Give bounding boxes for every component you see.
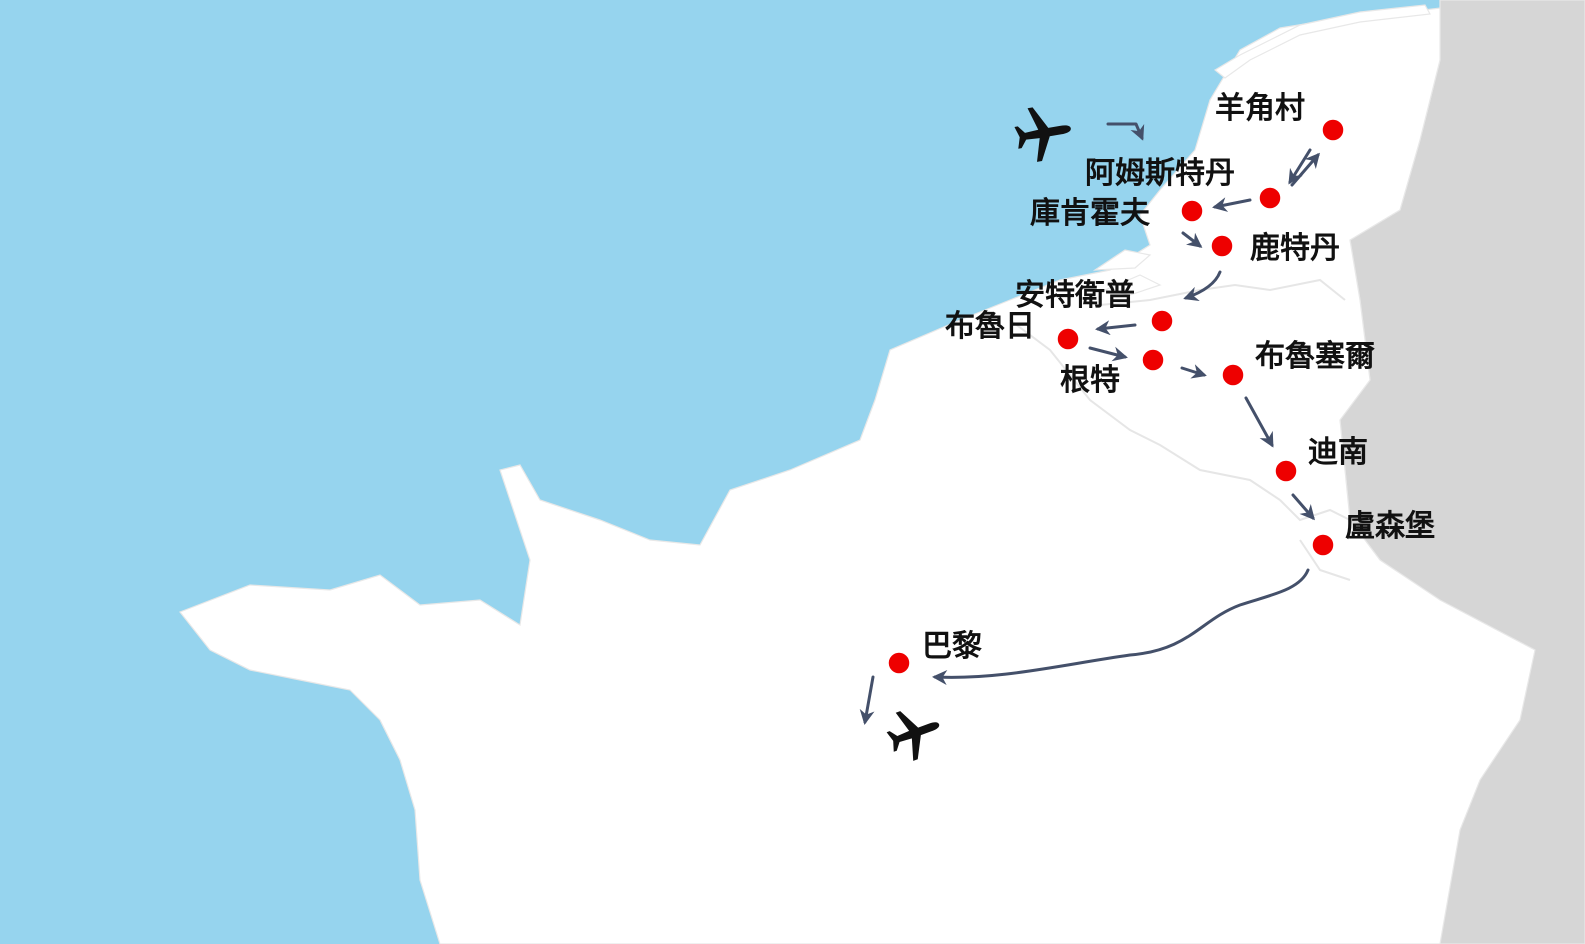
city-marker-ghent[interactable]: [1141, 348, 1165, 372]
city-label-amsterdam: 阿姆斯特丹: [1085, 156, 1235, 191]
route-luxembourg-paris: [932, 568, 1310, 686]
route-antwerp-bruges: [1095, 320, 1137, 336]
route-arrows: [859, 122, 1320, 725]
city-label-ghent: 根特: [1060, 363, 1120, 398]
border-nl-be: [1099, 278, 1346, 306]
city-label-rotterdam: 鹿特丹: [1250, 231, 1340, 266]
city-marker-keukenhof[interactable]: [1180, 199, 1204, 223]
zeeland-islands: [1092, 249, 1162, 296]
route-dinant-luxembourg: [1291, 493, 1315, 521]
border-be-fr: [1009, 319, 1281, 501]
route-keukenhof-rotterdam: [1181, 231, 1203, 248]
city-marker-antwerp[interactable]: [1150, 309, 1174, 333]
city-label-luxembourg: 盧森堡: [1345, 509, 1435, 544]
end-plane-icon: [886, 711, 940, 761]
planes: [886, 107, 1071, 761]
city-marker-paris[interactable]: [887, 651, 911, 675]
route-rotterdam-antwerp: [1183, 270, 1222, 302]
city-label-keukenhof: 庫肯霍夫: [1030, 196, 1151, 231]
city-marker-dinant[interactable]: [1274, 459, 1298, 483]
city-label-paris: 巴黎: [922, 629, 982, 664]
city-label-bruges: 布魯日: [945, 309, 1035, 344]
city-marker-amsterdam[interactable]: [1258, 186, 1282, 210]
border-be-lu: [1279, 499, 1351, 522]
city-markers: [887, 118, 1345, 675]
city-marker-brussels[interactable]: [1221, 363, 1245, 387]
start-plane-icon: [1014, 107, 1071, 162]
city-marker-luxembourg[interactable]: [1311, 533, 1335, 557]
city-label-brussels: 布魯塞爾: [1255, 339, 1375, 374]
city-label-antwerp: 安特衛普: [1015, 278, 1135, 313]
city-marker-rotterdam[interactable]: [1210, 234, 1234, 258]
city-label-zaanse: 羊角村: [1215, 91, 1305, 126]
city-marker-zaanse[interactable]: [1321, 118, 1345, 142]
route-brussels-dinant: [1244, 396, 1274, 448]
border-lu-fr: [1299, 539, 1351, 581]
city-marker-bruges[interactable]: [1056, 327, 1080, 351]
route-bruges-ghent: [1088, 346, 1128, 362]
route-ghent-brussels: [1180, 364, 1207, 379]
route-amsterdam-keukenhof: [1212, 197, 1252, 213]
route-arrival: [1106, 122, 1145, 141]
city-label-dinant: 迪南: [1308, 435, 1368, 470]
frisian-islands: [1213, 4, 1431, 79]
route-zaanse-amsterdam-down: [1288, 148, 1312, 185]
route-departure: [859, 675, 875, 725]
country-borders: [1009, 278, 1351, 581]
